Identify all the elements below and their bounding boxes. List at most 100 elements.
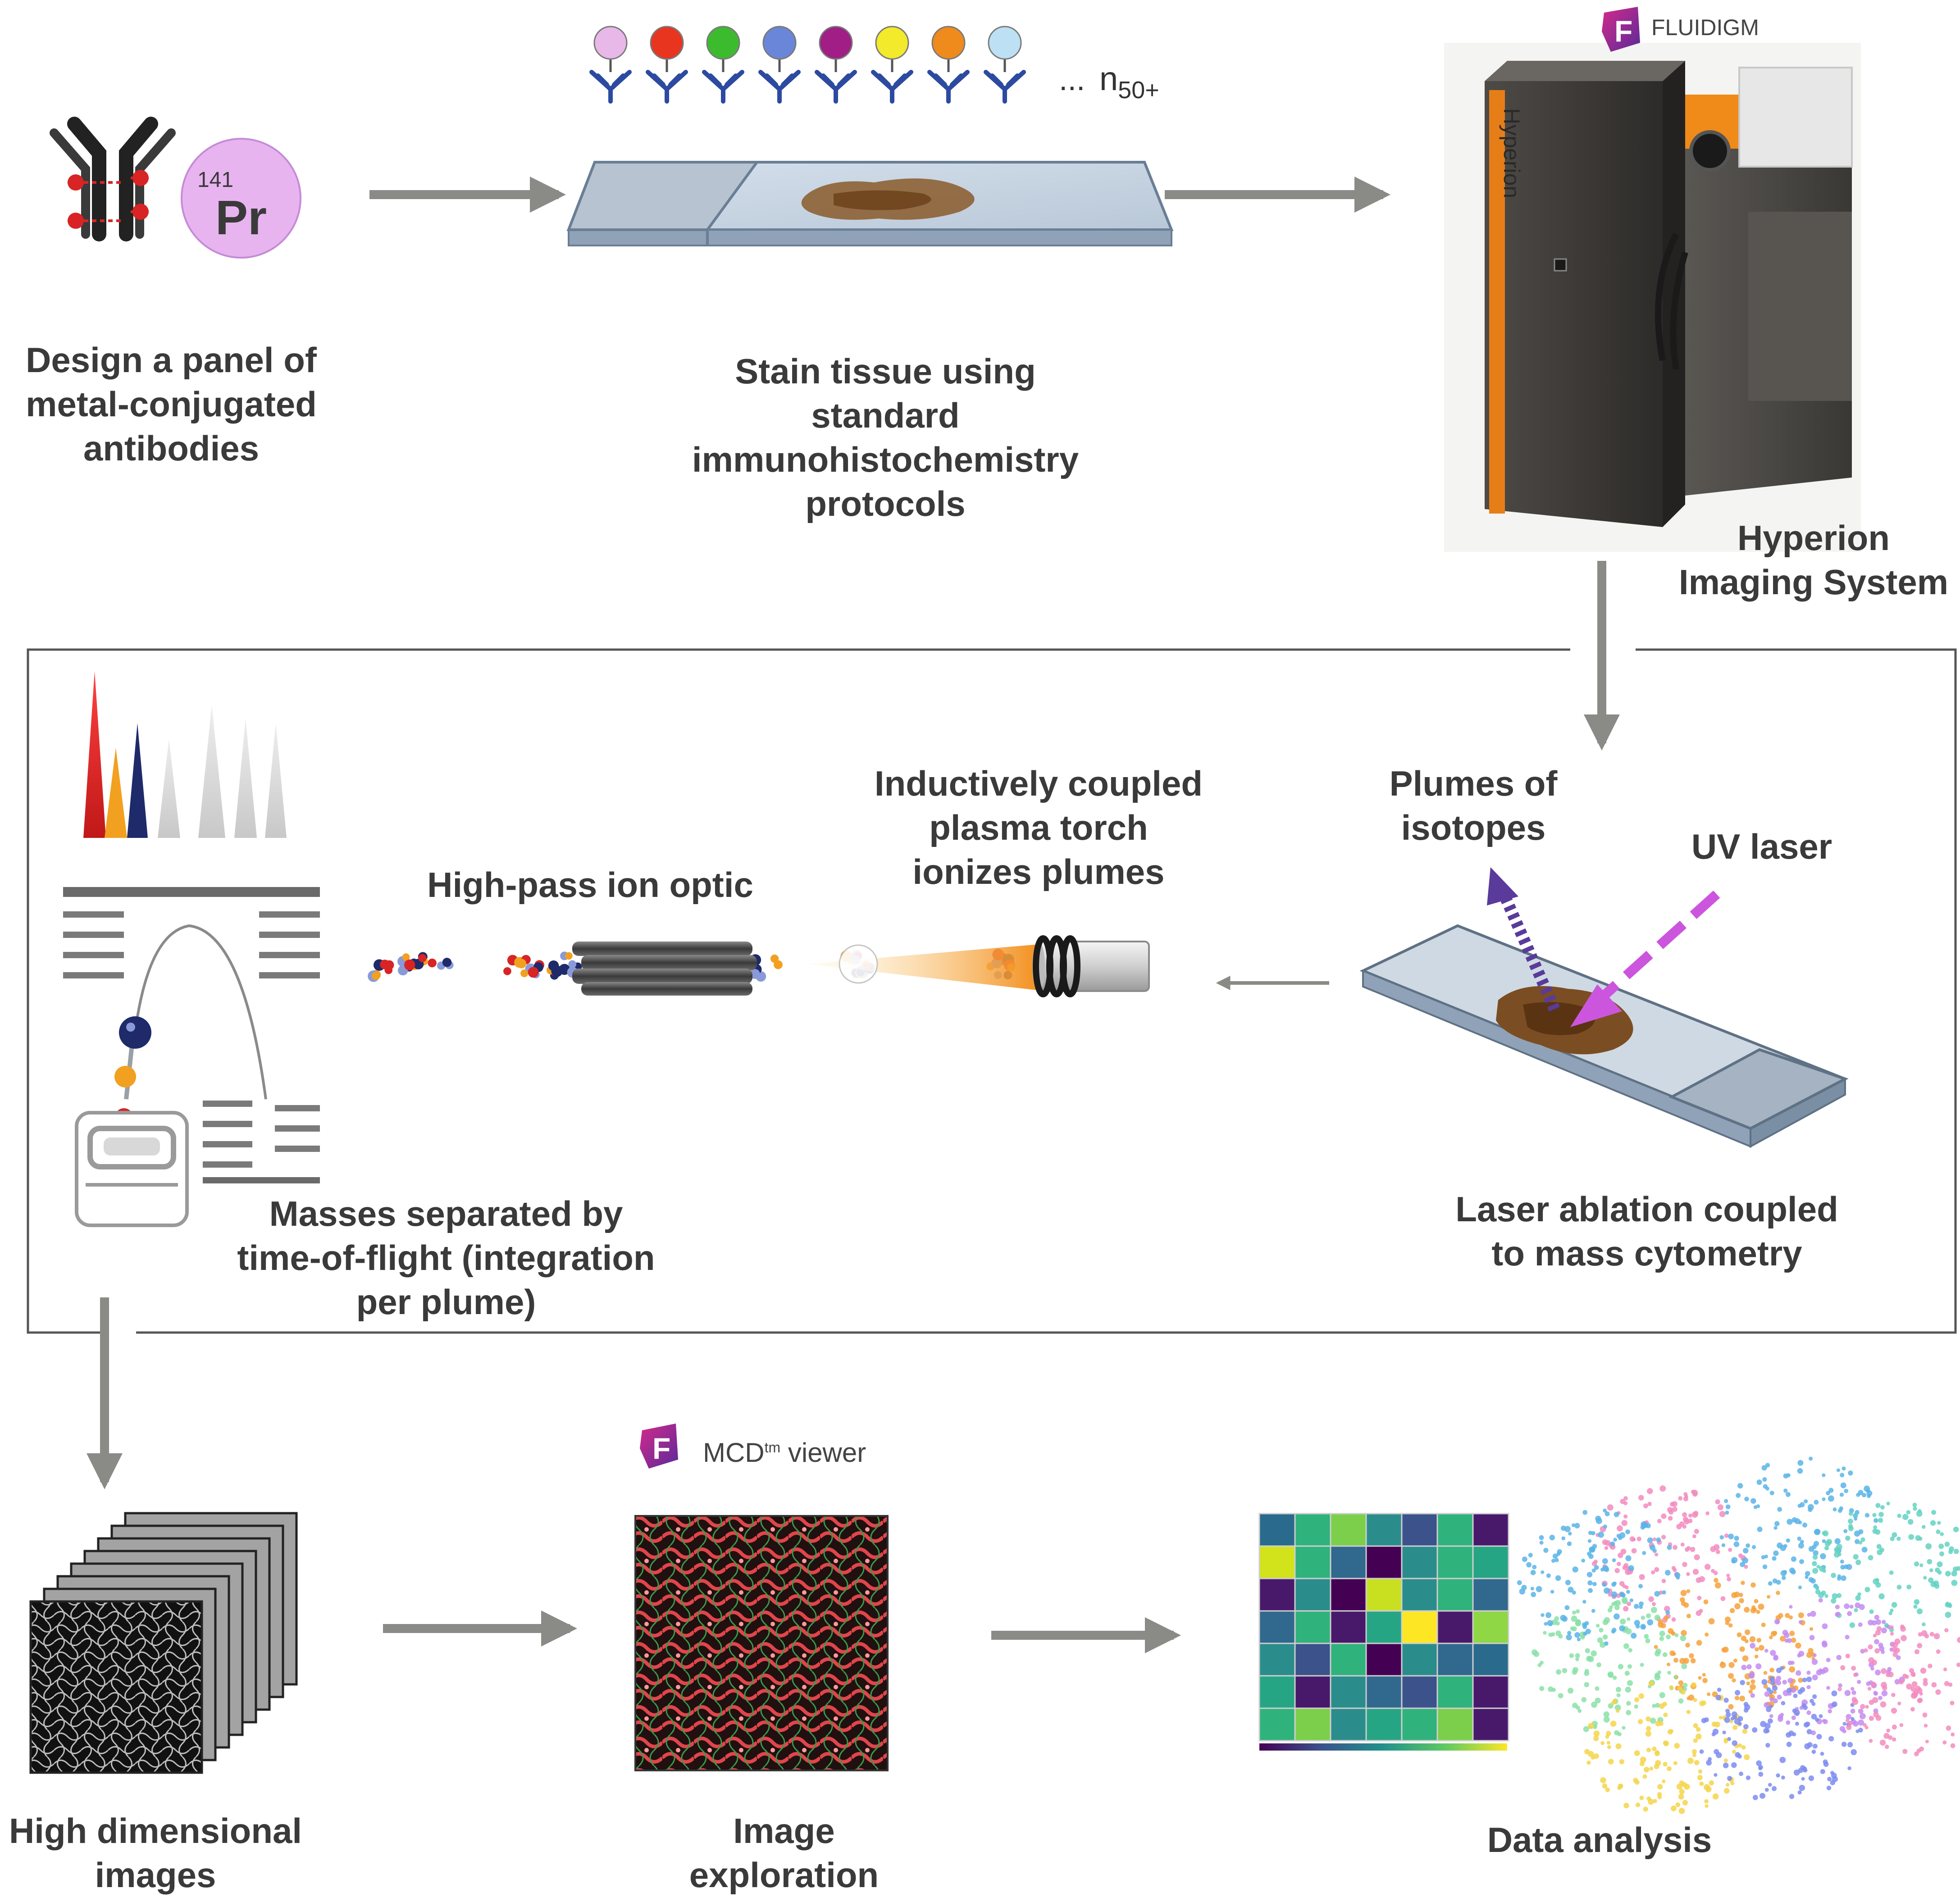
tsne-point bbox=[1758, 1772, 1764, 1777]
tsne-point bbox=[1702, 1673, 1706, 1677]
tsne-point bbox=[1764, 1554, 1768, 1559]
tsne-point bbox=[1677, 1686, 1682, 1691]
tsne-point bbox=[1894, 1647, 1900, 1653]
tsne-point bbox=[1736, 1493, 1741, 1498]
instrument-name: Hyperion bbox=[1499, 108, 1524, 198]
tsne-point bbox=[1634, 1704, 1638, 1709]
tsne-point bbox=[1602, 1783, 1608, 1789]
tsne-point bbox=[1658, 1619, 1663, 1624]
tsne-point bbox=[1849, 1622, 1855, 1628]
tsne-point bbox=[1626, 1701, 1631, 1706]
tsne-point bbox=[1787, 1678, 1793, 1683]
tsne-point bbox=[1705, 1632, 1709, 1637]
tsne-point bbox=[1625, 1628, 1632, 1635]
tsne-point bbox=[1659, 1692, 1665, 1698]
tsne-point bbox=[1644, 1766, 1650, 1773]
tsne-point bbox=[1896, 1655, 1901, 1660]
label-hd-images: High dimensional images bbox=[9, 1811, 302, 1895]
tsne-point bbox=[1690, 1547, 1696, 1552]
tsne-point bbox=[1537, 1663, 1542, 1667]
tsne-point bbox=[1603, 1524, 1607, 1529]
tsne-point bbox=[1752, 1607, 1757, 1612]
tsne-point bbox=[1890, 1632, 1894, 1636]
tsne-point bbox=[1915, 1535, 1921, 1541]
tsne-point bbox=[1957, 1637, 1960, 1643]
tsne-point bbox=[1564, 1526, 1571, 1533]
tsne-point bbox=[1586, 1551, 1592, 1556]
tsne-point bbox=[1891, 1707, 1897, 1714]
label-image-exploration: Image exploration bbox=[689, 1811, 879, 1895]
tsne-point bbox=[1910, 1671, 1916, 1677]
tsne-point bbox=[1591, 1701, 1597, 1708]
tsne-point bbox=[1930, 1581, 1937, 1588]
tsne-point bbox=[1768, 1718, 1773, 1724]
tsne-point bbox=[1750, 1693, 1755, 1698]
tsne-point bbox=[1530, 1569, 1536, 1575]
tsne-scatter-plot bbox=[1517, 1456, 1960, 1814]
tsne-point bbox=[1913, 1506, 1917, 1511]
tsne-point bbox=[1651, 1570, 1655, 1574]
tsne-point bbox=[1655, 1651, 1660, 1657]
tsne-point bbox=[1925, 1543, 1932, 1550]
tsne-point bbox=[1836, 1468, 1840, 1472]
tsne-point bbox=[1849, 1605, 1854, 1609]
tsne-point bbox=[1886, 1501, 1890, 1506]
tsne-point bbox=[1714, 1582, 1721, 1589]
tsne-point bbox=[1572, 1566, 1578, 1573]
tsne-point bbox=[1811, 1714, 1817, 1720]
tsne-point bbox=[1942, 1740, 1947, 1745]
tsne-point bbox=[1627, 1601, 1632, 1606]
tsne-point bbox=[1950, 1701, 1955, 1706]
tsne-point bbox=[1759, 1792, 1766, 1799]
tsne-point bbox=[1914, 1599, 1920, 1605]
tsne-point bbox=[1879, 1739, 1886, 1746]
tsne-point bbox=[1631, 1548, 1637, 1554]
tsne-point bbox=[1879, 1646, 1885, 1651]
heatmap-cell bbox=[1401, 1513, 1438, 1547]
tsne-point bbox=[1743, 1547, 1749, 1554]
tsne-point bbox=[1586, 1761, 1591, 1765]
tsne-point bbox=[1892, 1532, 1897, 1538]
tsne-point bbox=[1799, 1559, 1804, 1564]
tsne-point bbox=[1875, 1715, 1882, 1721]
tsne-point bbox=[1822, 1539, 1826, 1543]
tsne-point bbox=[1667, 1729, 1673, 1735]
ion-dot bbox=[402, 953, 410, 961]
tsne-point bbox=[1585, 1648, 1590, 1653]
tsne-point bbox=[1822, 1473, 1826, 1477]
tsne-point bbox=[1712, 1793, 1719, 1800]
tsne-point bbox=[1866, 1490, 1873, 1497]
tsne-point bbox=[1839, 1492, 1844, 1497]
tsne-point bbox=[1776, 1667, 1782, 1674]
tsne-point bbox=[1902, 1749, 1908, 1754]
tsne-point bbox=[1750, 1498, 1756, 1504]
tsne-point bbox=[1757, 1526, 1763, 1532]
tsne-point bbox=[1763, 1728, 1769, 1734]
tsne-point bbox=[1822, 1497, 1826, 1501]
tsne-point bbox=[1659, 1636, 1664, 1641]
heatmap-cell bbox=[1330, 1707, 1367, 1742]
tsne-point bbox=[1682, 1524, 1687, 1529]
tsne-point bbox=[1673, 1568, 1677, 1572]
tsne-point bbox=[1808, 1577, 1814, 1583]
tsne-point bbox=[1798, 1612, 1804, 1619]
tsne-point bbox=[1612, 1675, 1617, 1680]
tsne-point bbox=[1929, 1632, 1934, 1637]
tsne-point bbox=[1683, 1683, 1688, 1688]
tsne-point bbox=[1899, 1723, 1904, 1727]
tsne-point bbox=[1860, 1537, 1865, 1542]
tsne-point bbox=[1847, 1611, 1852, 1616]
tsne-point bbox=[1686, 1589, 1691, 1593]
label-design-panel: Design a panel of metal-conjugated antib… bbox=[26, 340, 317, 468]
tsne-point bbox=[1607, 1504, 1614, 1511]
tsne-point bbox=[1664, 1615, 1669, 1620]
tsne-point bbox=[1805, 1571, 1810, 1577]
tsne-point bbox=[1738, 1592, 1743, 1597]
heatmap-cell bbox=[1401, 1642, 1438, 1677]
tsne-point bbox=[1602, 1565, 1609, 1572]
tsne-point bbox=[1850, 1708, 1855, 1714]
tsne-point bbox=[1769, 1635, 1773, 1640]
tsne-point bbox=[1733, 1715, 1737, 1720]
tsne-point bbox=[1659, 1703, 1665, 1709]
tsne-point bbox=[1764, 1691, 1770, 1697]
